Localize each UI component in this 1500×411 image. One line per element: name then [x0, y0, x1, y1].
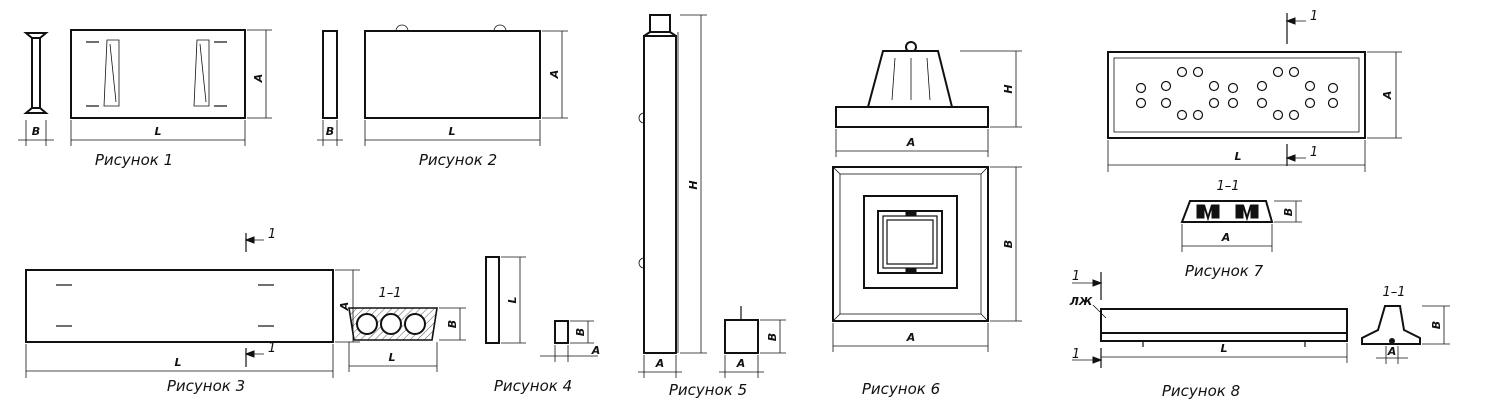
figure-3-cut-bottom: 1: [268, 341, 276, 356]
figure-7-caption: Рисунок 7: [1185, 262, 1264, 280]
figure-6-caption: Рисунок 6: [862, 380, 940, 398]
figure-5-dim-h: Н: [687, 180, 700, 189]
figure-6-plan: [832, 166, 989, 322]
figure-8-cut-top: 1: [1072, 269, 1080, 284]
figure-7-section-label: 1–1: [1216, 179, 1239, 194]
figure-3-dim-a: А: [338, 302, 351, 312]
figure-4-dim-a: А: [591, 344, 601, 357]
figure-8-caption: Рисунок 8: [1162, 382, 1240, 400]
figure-6-dimensions: [832, 50, 1022, 352]
figure-7-openings: [1135, 66, 1339, 121]
figure-5-caption: Рисунок 5: [669, 381, 747, 399]
figure-7-cut-bottom: 1: [1310, 145, 1318, 160]
figure-4-caption: Рисунок 4: [494, 377, 572, 395]
figure-7-plan-view: [1107, 51, 1366, 139]
figure-3-section-dim-b: В: [446, 320, 459, 328]
figure-7-section-cut-marks: [1285, 13, 1306, 166]
figure-8-cut-bottom: 1: [1072, 347, 1080, 362]
figure-2-dim-l: L: [448, 125, 455, 138]
figure-5-end-view: [724, 306, 759, 354]
figure-1-dim-l: L: [154, 125, 161, 138]
figure-1-front-view: [70, 29, 246, 119]
figure-2-dimensions: [317, 30, 568, 146]
figure-5-dim-a2: А: [736, 357, 746, 370]
figure-4-front-view: [485, 256, 500, 344]
figure-8-section-dim-b: В: [1430, 321, 1443, 329]
figure-6-dim-b: В: [1002, 240, 1015, 248]
figure-2-dim-b: В: [326, 125, 334, 138]
figure-5-dim-b: В: [766, 333, 779, 341]
figure-5-dimensions: [638, 14, 786, 378]
figure-3-dimensions: [25, 269, 360, 378]
figure-6-dim-h: Н: [1002, 84, 1015, 93]
figure-7-section-dim-a: А: [1221, 231, 1231, 244]
figure-4-dim-b: В: [574, 328, 587, 336]
figure-4-beam-block: L В А Рисунок 4: [485, 256, 601, 395]
figure-8-section-dim-a: А: [1387, 345, 1397, 358]
figure-3-dim-l: L: [174, 356, 181, 369]
figure-5-dim-a: А: [655, 357, 665, 370]
figure-1-side-view: [23, 32, 49, 114]
figure-2-side-view: [322, 30, 338, 119]
figure-3-caption: Рисунок 3: [167, 377, 245, 395]
figure-3-hollow-core-slab: 1 1 L А 1–1 L В Рисунок 3: [25, 227, 466, 395]
figure-8-elevation: [1092, 304, 1348, 347]
figure-6-elevation: [835, 41, 989, 128]
figure-4-dimensions: [501, 256, 598, 362]
figure-1-dim-b: В: [32, 125, 40, 138]
figure-2-panel-with-lifting-loops: В L А Рисунок 2: [317, 24, 568, 169]
figure-1-caption: Рисунок 1: [95, 151, 173, 169]
figure-8-dimensions: [1100, 343, 1348, 363]
figure-1-dimensions: [18, 29, 272, 146]
figure-8-t-beam: 1 1 ЛЖ L 1–1 В А Рисунок 8: [1069, 269, 1450, 400]
figure-3-cross-section: [348, 307, 466, 372]
figure-3-section-label: 1–1: [378, 286, 401, 301]
figure-3-section-dim-l: L: [388, 351, 395, 364]
figure-8-label-lzh: ЛЖ: [1069, 295, 1093, 308]
figure-5-column: Н А В А Рисунок 5: [638, 14, 786, 399]
figure-1-panel-with-recesses: В L А Рисунок 1: [18, 29, 272, 169]
figure-8-section-label: 1–1: [1382, 285, 1405, 300]
figure-2-front-view: [364, 24, 541, 119]
figure-6-dim-a-bottom: А: [906, 331, 916, 344]
figure-7-dimensions: [1107, 51, 1402, 172]
figure-6-dim-a-top: А: [906, 136, 916, 149]
figure-3-plan-view: [25, 269, 334, 343]
figure-7-dim-l: L: [1234, 150, 1241, 163]
figure-7-perforated-slab: 1 1 L А 1–1 А В Рисунок 7: [1107, 9, 1402, 280]
figure-7-dim-a: А: [1381, 91, 1394, 101]
figure-4-dim-l: L: [506, 296, 519, 303]
figure-8-section-cut-marks: [1072, 272, 1103, 368]
figure-8-cross-section: [1361, 305, 1450, 364]
figure-6-foundation-block: Н А В А Рисунок 6: [832, 41, 1022, 398]
figure-7-cut-top: 1: [1310, 9, 1318, 24]
figure-2-caption: Рисунок 2: [419, 151, 497, 169]
figure-4-end-view: [554, 320, 569, 344]
figure-1-dim-a: А: [252, 74, 265, 84]
figure-2-dim-a: А: [548, 70, 561, 80]
figure-5-front-view: [638, 14, 679, 354]
figure-7-cross-section: [1180, 200, 1302, 252]
figure-3-section-cut-marks: [244, 233, 264, 367]
figure-8-dim-l: L: [1220, 342, 1227, 355]
figure-7-section-dim-b: В: [1282, 208, 1295, 216]
figure-3-cut-top: 1: [268, 227, 276, 242]
